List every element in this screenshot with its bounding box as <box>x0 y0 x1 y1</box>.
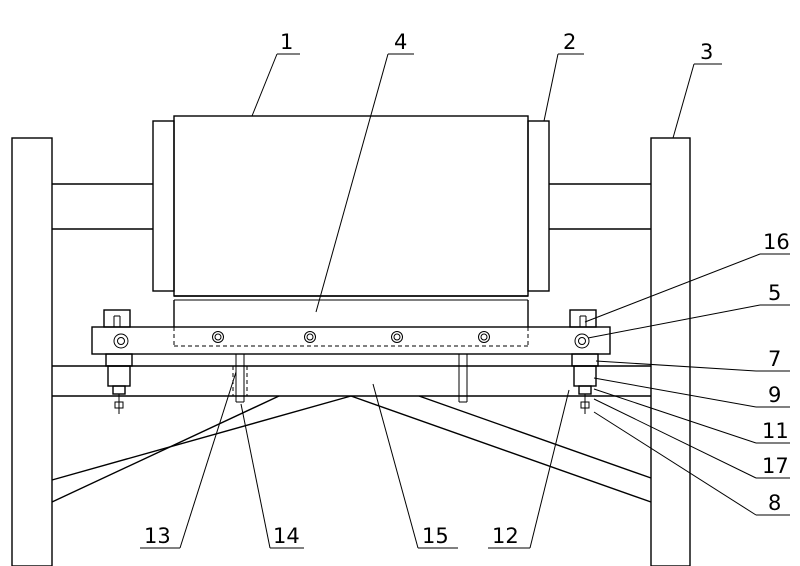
left-end-cap <box>152 120 175 292</box>
leader-lines <box>140 53 790 549</box>
callout-7: 7 <box>768 347 781 371</box>
callout-2: 2 <box>563 30 576 54</box>
support-rods <box>232 354 468 403</box>
callout-4: 4 <box>394 30 407 54</box>
right-frame-post <box>650 137 691 566</box>
callout-15: 15 <box>422 524 449 548</box>
right-clamp-assembly <box>569 309 599 414</box>
right-end-cap <box>527 120 550 292</box>
lower-rails <box>52 365 651 397</box>
callout-8: 8 <box>768 491 781 515</box>
callout-11: 11 <box>762 419 789 443</box>
callout-3: 3 <box>700 40 713 64</box>
callout-5: 5 <box>768 281 781 305</box>
upper-rails <box>52 183 651 230</box>
callout-12: 12 <box>492 524 519 548</box>
mounting-bar <box>91 326 611 355</box>
scraper-blade <box>173 295 529 347</box>
callout-13: 13 <box>144 524 171 548</box>
callout-14: 14 <box>273 524 300 548</box>
bar-bolts <box>212 331 490 343</box>
callout-16: 16 <box>763 230 790 254</box>
left-frame-post <box>11 137 53 566</box>
diagonal-braces <box>51 395 652 503</box>
callout-1: 1 <box>280 30 293 54</box>
roller-drum <box>152 115 550 297</box>
callout-9: 9 <box>768 383 781 407</box>
left-clamp-assembly <box>103 309 133 414</box>
callout-17: 17 <box>762 454 789 478</box>
callout-labels: 1 4 2 3 16 5 7 9 11 17 8 12 13 14 15 <box>144 30 790 548</box>
